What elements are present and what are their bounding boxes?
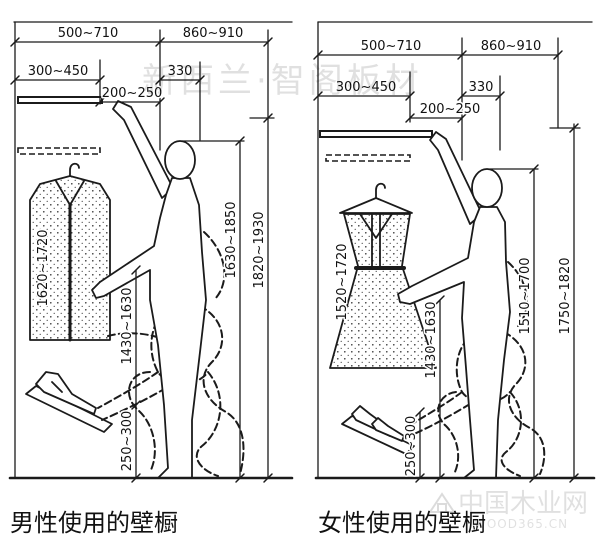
dimension-label: 200~250 [102, 86, 163, 101]
dimension-tick [235, 136, 245, 146]
dimension-tick [131, 400, 141, 410]
dimension-label: 860~910 [481, 39, 542, 54]
lower-shelf-dashed [17, 147, 101, 155]
top-shelf [17, 96, 103, 104]
top-shelf [319, 130, 433, 138]
shoe-tray-board [25, 385, 113, 433]
dimension-label: 250~300 [404, 416, 419, 477]
female-standing-figure [397, 131, 511, 479]
female-wardrobe-panel: 500~710 860~910 300~450 330 200~250 1520… [313, 21, 596, 537]
top-watermark: 新西兰·智阁板材 [142, 61, 423, 101]
female-bending-figure-dashed [411, 261, 546, 477]
dimension-label: 300~450 [28, 64, 89, 79]
dimension-label: 1430~1630 [424, 301, 439, 378]
bending-arm-lower [101, 387, 167, 421]
dimension-tick [569, 123, 579, 133]
dimension-label: 1750~1820 [558, 257, 573, 334]
shoe-tray [25, 371, 113, 433]
bending-upper-back [203, 231, 226, 301]
dimension-label: 500~710 [58, 26, 119, 41]
bending-knee [437, 391, 460, 475]
dimension-label: 1820~1930 [252, 211, 267, 288]
dimension-tick [457, 113, 467, 123]
panel-caption: 男性使用的壁橱 [10, 509, 178, 537]
dimension-tick [155, 75, 165, 85]
dimension-label: 1620~1720 [36, 229, 51, 306]
shoe-tray-board [341, 415, 415, 455]
dimension-tick [415, 407, 425, 417]
site-watermark-domain: WOOD365.CN [474, 517, 568, 531]
hanger-hook-icon [69, 162, 80, 179]
bending-arm-lower [413, 403, 471, 435]
dimension-tick [131, 265, 141, 275]
wood-logo-icon [428, 492, 456, 513]
bending-knee [128, 371, 156, 473]
dimension-tick [529, 164, 539, 174]
bending-arm [97, 371, 159, 409]
bending-hip [107, 332, 177, 347]
bending-leg [195, 371, 222, 477]
dimension-label: 1430~1630 [120, 287, 135, 364]
dimension-label: 1520~1720 [335, 243, 350, 320]
raised-arm [112, 100, 174, 199]
dimension-tick [313, 91, 323, 101]
watermarks: 新西兰·智阁板材 中国木业网 WOOD365.CN [142, 61, 588, 531]
dimension-label: 200~250 [420, 102, 481, 117]
head [471, 168, 503, 208]
shoe-icon [35, 371, 97, 415]
dimension-tick [313, 50, 323, 60]
dimension-label: 330 [469, 80, 494, 95]
dimension-label: 500~710 [361, 39, 422, 54]
dimension-tick [95, 97, 105, 107]
male-standing-figure [91, 100, 207, 479]
body-outline [397, 206, 511, 479]
dimension-tick [10, 37, 20, 47]
hanging-coat [29, 162, 111, 342]
dimension-label: 250~300 [120, 411, 135, 472]
dimension-label: 330 [168, 64, 193, 79]
dimension-tick [263, 113, 273, 123]
dimension-tick [435, 295, 445, 305]
hanging-dress [329, 182, 437, 369]
dress-neckline [359, 213, 393, 239]
dimension-tick [155, 97, 165, 107]
panel-caption: 女性使用的壁橱 [318, 509, 486, 537]
dimension-label: 300~450 [336, 80, 397, 95]
dimension-tick [10, 75, 20, 85]
shoe-detail [51, 381, 63, 393]
male-wardrobe-panel: 500~710 860~910 300~450 330 200~250 1620… [8, 21, 294, 537]
lower-shelf-dashed [325, 154, 411, 162]
hanger-frame [339, 197, 413, 214]
site-watermark-name: 中国木业网 [458, 489, 588, 519]
dimension-tick [405, 113, 415, 123]
bending-back [199, 305, 245, 475]
hanger-hook-icon [375, 182, 386, 199]
bending-arm [411, 391, 463, 425]
dimension-label: 1510~1700 [518, 257, 533, 334]
dimension-tick [457, 91, 467, 101]
shoe-icon [371, 417, 405, 442]
dimension-label: 860~910 [183, 26, 244, 41]
head [164, 140, 196, 180]
dimension-label: 1630~1850 [224, 201, 239, 278]
bending-back [503, 331, 546, 475]
bending-leg [500, 391, 523, 477]
bending-upper-back [507, 261, 528, 327]
body-outline [91, 177, 207, 479]
shoe-tray [341, 405, 415, 455]
